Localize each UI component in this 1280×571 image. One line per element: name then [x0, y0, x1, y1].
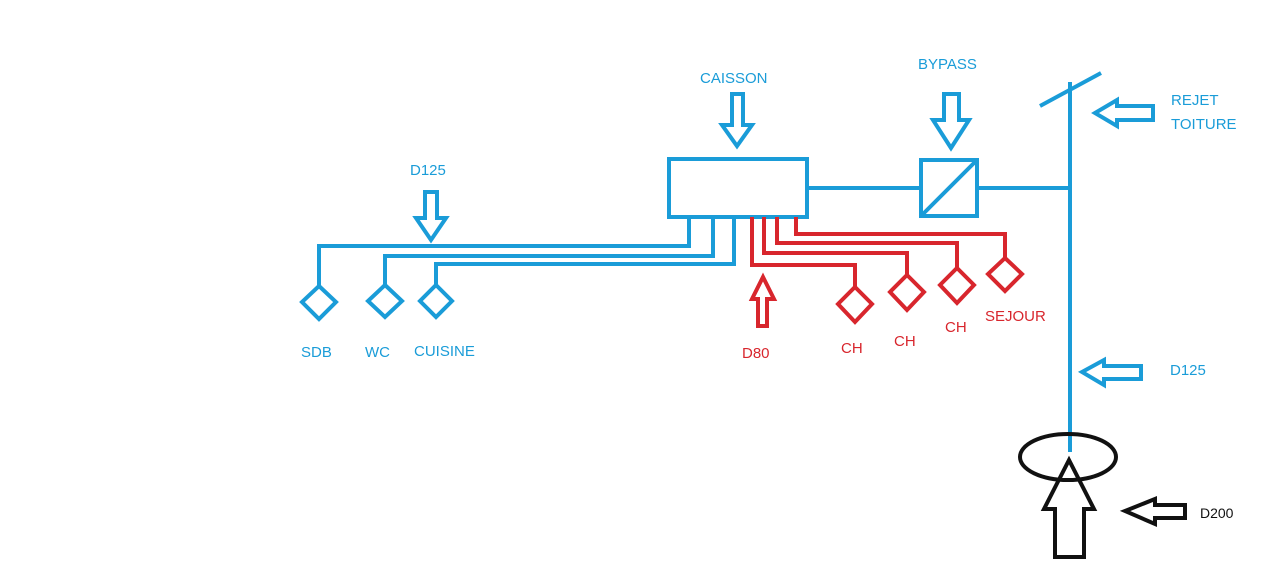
outlet-wc-icon — [365, 282, 405, 320]
outlet-label-ch-2: CH — [894, 333, 916, 350]
bypass-diagonal — [919, 158, 979, 218]
d80-label: D80 — [742, 345, 770, 362]
d80-arrow-icon — [748, 272, 778, 328]
duct-ch-3 — [775, 217, 959, 268]
duct-ch-1 — [750, 217, 857, 287]
caisson-unit — [667, 157, 809, 219]
caisson-label: CAISSON — [700, 70, 768, 87]
d125-left-label: D125 — [410, 162, 446, 179]
outlet-ch-2-icon — [887, 272, 927, 313]
caisson-arrow-icon — [718, 92, 756, 150]
bypass-label: BYPASS — [918, 56, 977, 73]
outlet-sdb-icon — [299, 283, 339, 322]
outlet-label-ch-3: CH — [945, 319, 967, 336]
duct-sejour — [794, 217, 1007, 258]
outlet-label-sejour: SEJOUR — [985, 308, 1046, 325]
outlet-ch-1-icon — [835, 284, 875, 325]
outlet-label-sdb: SDB — [301, 344, 332, 361]
outlet-label-ch-1: CH — [841, 340, 863, 357]
outlet-ch-3-icon — [937, 265, 977, 306]
outdoor-inlet-arrow-icon — [1040, 455, 1098, 559]
d125-right-arrow-icon — [1077, 356, 1143, 389]
outlet-label-cuisine: CUISINE — [414, 343, 475, 360]
d200-arrow-icon — [1119, 496, 1187, 528]
rejet-label-line2: TOITURE — [1171, 116, 1237, 133]
outlet-cuisine-icon — [417, 282, 455, 320]
d200-label: D200 — [1200, 505, 1234, 521]
outlet-label-wc: WC — [365, 344, 390, 361]
rejet-arrow-icon — [1091, 96, 1155, 130]
roof-cap — [1039, 71, 1102, 108]
bypass-arrow-icon — [929, 92, 973, 152]
d125-right-label: D125 — [1170, 362, 1206, 379]
rejet-label-line1: REJET — [1171, 92, 1219, 109]
outdoor-inlet-ring — [1018, 432, 1118, 482]
duct-cuisine — [434, 217, 736, 285]
duct-ch-2 — [762, 217, 909, 275]
d125-left-arrow-icon — [412, 190, 450, 244]
outlet-sejour-icon — [985, 255, 1025, 294]
duct-sdb — [317, 217, 691, 286]
duct-wc — [383, 217, 715, 285]
